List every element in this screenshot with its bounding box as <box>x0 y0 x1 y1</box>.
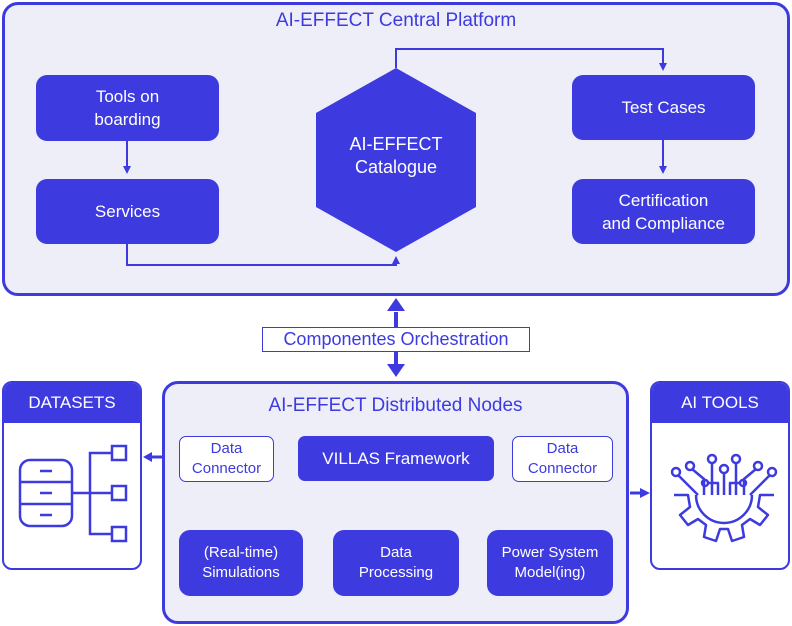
villas-framework-box: VILLAS Framework <box>298 436 494 481</box>
ai-tools-title: AI TOOLS <box>652 383 788 423</box>
gear-circuit-icon <box>670 453 778 543</box>
catalogue-hexagon <box>316 68 476 252</box>
data-connector-left: Data Connector <box>179 436 274 482</box>
test-cases-box: Test Cases <box>572 75 755 140</box>
database-icon <box>18 444 128 543</box>
data-connector-right: Data Connector <box>512 436 613 482</box>
simulations-box: (Real-time) Simulations <box>179 530 303 596</box>
distributed-nodes-title: AI-EFFECT Distributed Nodes <box>268 395 523 416</box>
datasets-card: DATASETS <box>2 381 142 570</box>
certification-box: Certification and Compliance <box>572 179 755 244</box>
ai-tools-card: AI TOOLS <box>650 381 790 570</box>
services-box: Services <box>36 179 219 244</box>
power-system-box: Power System Model(ing) <box>487 530 613 596</box>
datasets-title: DATASETS <box>4 383 140 423</box>
catalogue-label: AI-EFFECT Catalogue <box>349 134 443 177</box>
tools-onboarding-box: Tools on boarding <box>36 75 219 141</box>
orchestration-label: Componentes Orchestration <box>262 327 530 352</box>
data-processing-box: Data Processing <box>333 530 459 596</box>
central-platform-title: AI-EFFECT Central Platform <box>275 10 517 31</box>
